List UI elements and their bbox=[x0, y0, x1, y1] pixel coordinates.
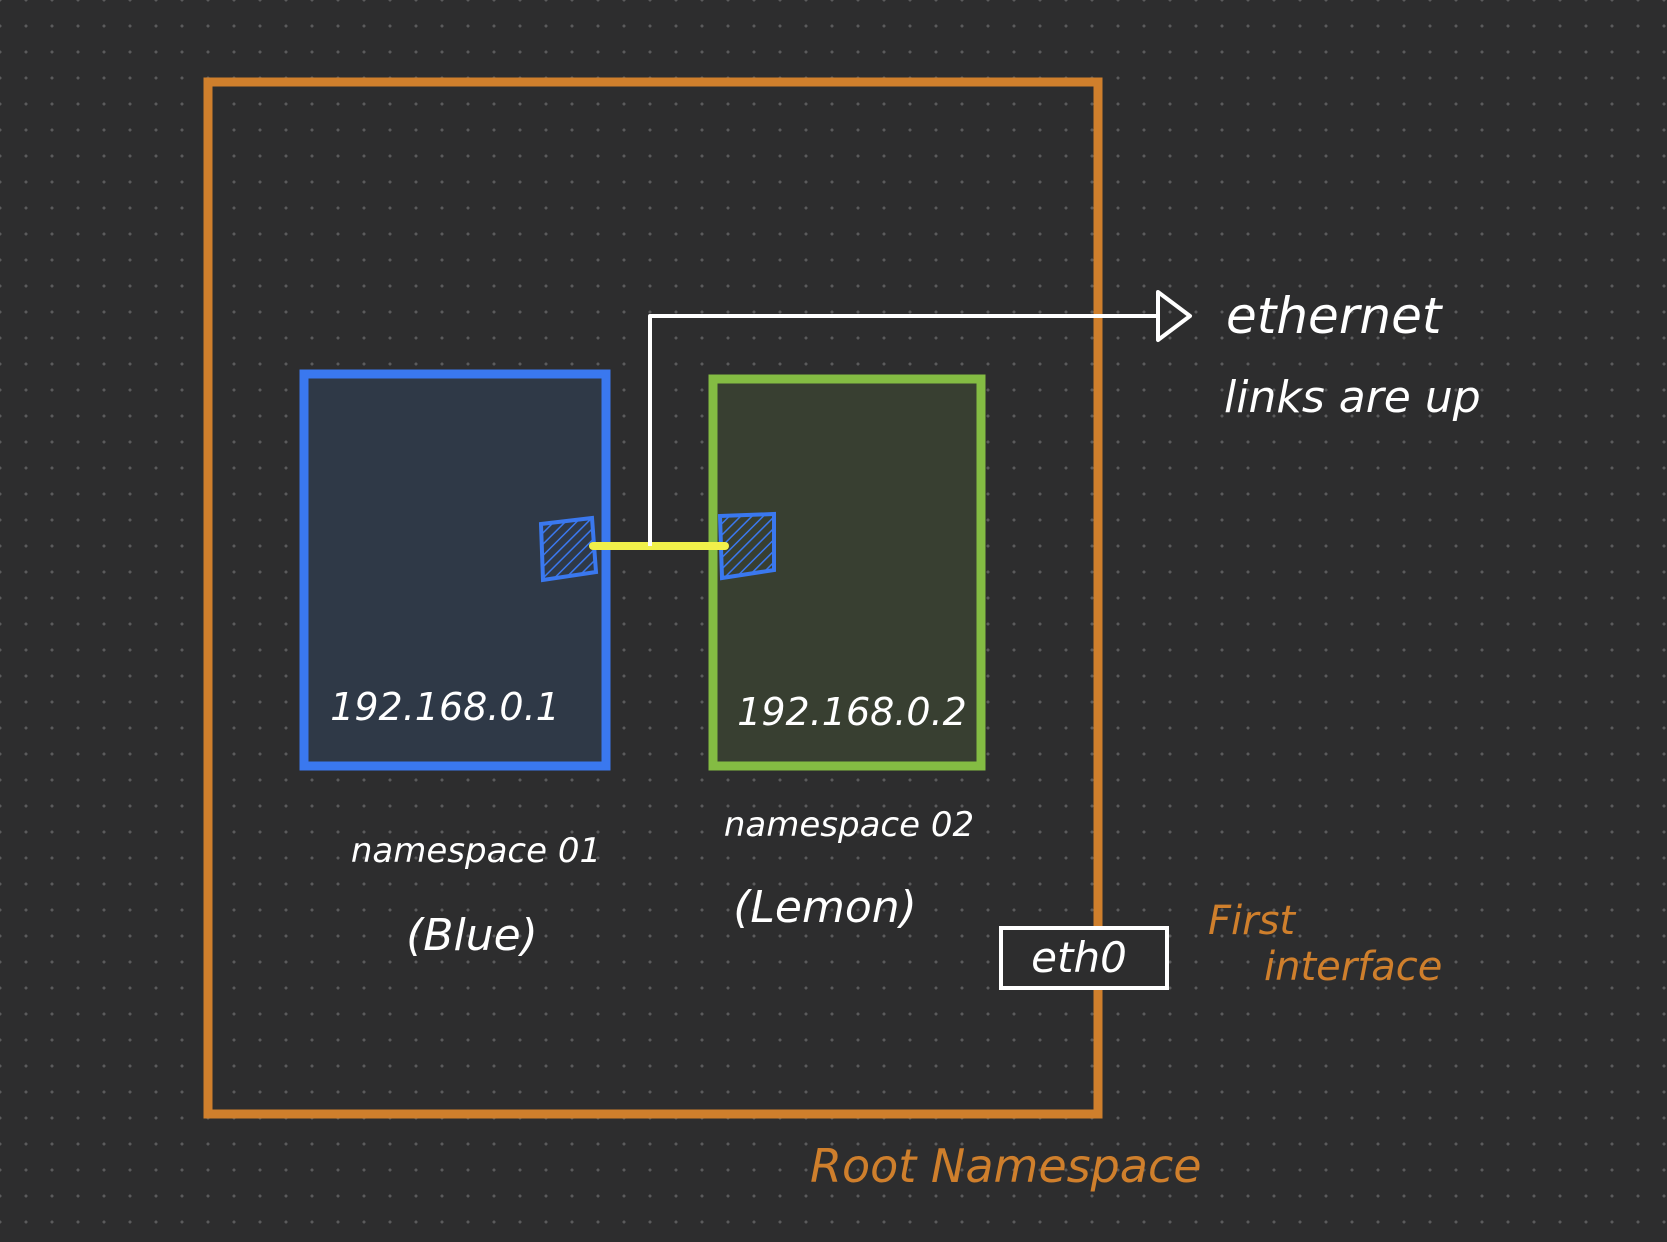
arrow-head-icon bbox=[1156, 290, 1192, 342]
annotation-line1: ethernet bbox=[1226, 287, 1444, 345]
annotation-arrow-line bbox=[648, 314, 1160, 546]
ns2-ip-label: 192.168.0.2 bbox=[737, 690, 967, 734]
eth0-box bbox=[999, 926, 1169, 990]
ns1-alias-label: (Blue) bbox=[406, 910, 538, 961]
eth0-note-line1: First bbox=[1208, 898, 1296, 944]
ns1-name-label: namespace 01 bbox=[351, 831, 601, 871]
eth0-note-line2: interface bbox=[1264, 944, 1442, 990]
ns2-name-label: namespace 02 bbox=[724, 805, 974, 845]
ns2-alias-label: (Lemon) bbox=[733, 882, 917, 933]
annotation-line2: links are up bbox=[1224, 372, 1481, 423]
eth0-label: eth0 bbox=[1031, 933, 1127, 982]
veth-interface-ns2 bbox=[717, 511, 776, 581]
ns1-ip-label: 192.168.0.1 bbox=[330, 685, 560, 729]
root-namespace-label: Root Namespace bbox=[810, 1139, 1202, 1193]
veth-interface-ns1 bbox=[538, 515, 599, 583]
root-namespace-box bbox=[203, 77, 1103, 1119]
